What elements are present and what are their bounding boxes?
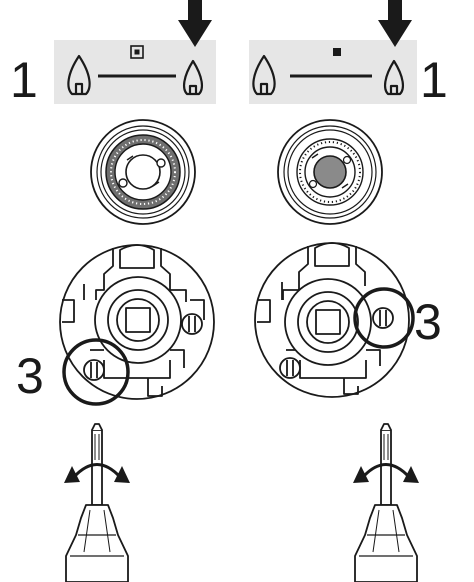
right-valve-body [254,242,410,398]
left-step-label: 1 [10,52,38,108]
right-screw-callout [353,287,415,349]
left-callout-label: 3 [16,348,44,404]
right-knob [277,119,383,225]
right-big-flame-icon [252,54,276,96]
right-down-arrow-icon [378,0,412,47]
right-screwdriver [354,423,418,582]
left-double-square-icon [130,45,144,59]
left-down-arrow-icon [178,0,212,47]
left-valve-body [59,244,215,400]
right-step-label: 1 [420,52,448,108]
left-screw-callout [62,338,130,406]
left-big-flame-icon [67,54,91,96]
right-panel: 1 [249,0,448,582]
right-small-square-icon [333,48,341,56]
right-callout-label: 3 [414,294,442,350]
left-banner [54,40,216,104]
right-small-flame-icon [383,59,405,96]
left-panel: 1 [10,0,216,582]
left-rotate-arrow-icon [64,463,130,483]
left-small-flame-icon [182,59,204,96]
right-banner [249,40,417,104]
left-knob [90,119,196,225]
left-screwdriver [65,423,129,582]
right-rotate-arrow-icon [353,463,419,483]
